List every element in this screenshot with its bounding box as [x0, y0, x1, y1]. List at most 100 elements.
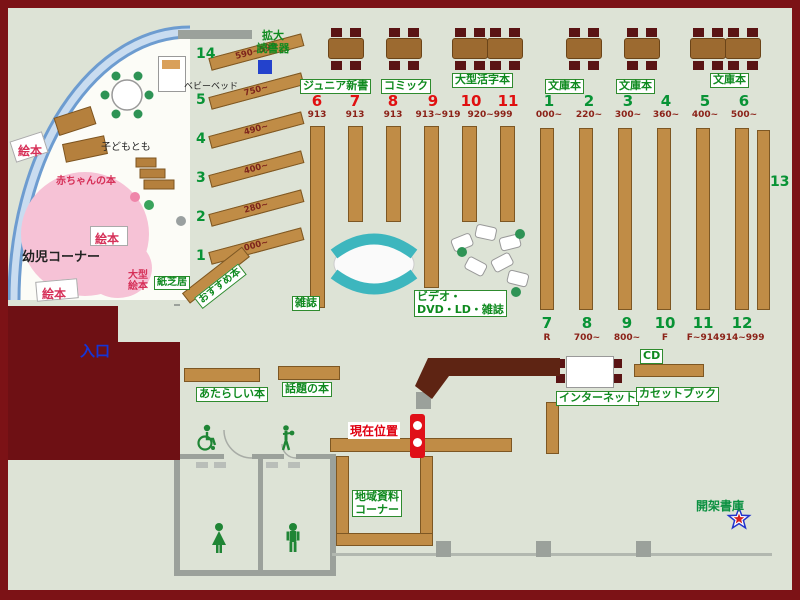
plant — [515, 229, 525, 239]
bookshelf — [579, 128, 593, 310]
wall-top — [178, 30, 252, 39]
shelf-range: R — [543, 333, 551, 343]
chair — [712, 28, 723, 37]
shelf-number: 1 — [543, 92, 555, 110]
shelf-range: 800~ — [613, 333, 641, 343]
local-docs-shelf — [336, 533, 433, 546]
chair — [646, 28, 657, 37]
kids-steps — [135, 157, 175, 190]
pillar — [416, 392, 431, 409]
wall-bottom — [332, 553, 772, 556]
study-table — [386, 38, 422, 59]
study-table — [566, 38, 602, 59]
shelf-number: 8 — [387, 92, 399, 110]
section-label-bunko: 文庫本 — [710, 73, 749, 88]
chair — [490, 28, 501, 37]
shelf-number: 2 — [583, 92, 595, 110]
fan-shelf-number: 4 — [196, 131, 206, 147]
local-docs-line1: 地域資料 — [355, 490, 399, 503]
picture-book-shelf — [90, 226, 128, 246]
video-label-line1: ビデオ・ — [417, 290, 461, 303]
large-picture-books-label: 大型 絵本 — [124, 270, 152, 292]
large-picture-books-line1: 大型 — [128, 270, 148, 281]
plant — [511, 287, 521, 297]
pillar — [436, 541, 451, 557]
bookshelf — [310, 126, 325, 308]
internet-label: インターネット — [556, 391, 639, 406]
shelf-range: 000~ — [535, 110, 563, 120]
shelf-range: 913 — [307, 110, 327, 120]
local-docs-line2: コーナー — [355, 502, 399, 516]
chair — [747, 61, 758, 70]
chair — [509, 61, 520, 70]
chair — [747, 28, 758, 37]
sink — [214, 462, 226, 468]
internet-table — [566, 356, 614, 388]
bookshelf — [696, 128, 710, 310]
chair — [693, 61, 704, 70]
magnifier-line2: 読書器 — [256, 42, 290, 56]
bookshelf — [735, 128, 749, 310]
shelf-range: 920~999 — [467, 110, 513, 120]
section-label-junior: ジュニア新書 — [300, 79, 372, 94]
bookshelf — [618, 128, 632, 310]
chair — [389, 61, 400, 70]
bookshelf — [540, 128, 554, 310]
kids-table — [53, 105, 97, 137]
fan-shelf-number: 2 — [196, 209, 206, 225]
ehon-label: 絵本 — [18, 144, 43, 158]
shelf-range: F — [661, 333, 669, 343]
baby-books-label: 赤ちゃんの本 — [56, 176, 116, 187]
shelf-number: 11 — [497, 92, 519, 110]
study-table — [725, 38, 761, 59]
large-picture-books-line2: 絵本 — [128, 281, 148, 292]
shelf-number: 10 — [460, 92, 482, 110]
shelf-range: 913~919 — [415, 110, 461, 120]
pillar-dot — [176, 216, 186, 226]
shelf-number: 4 — [660, 92, 672, 110]
marker-dot — [413, 438, 422, 447]
chair — [455, 61, 466, 70]
kids-table — [61, 135, 109, 163]
wall-toilet-bottom — [174, 570, 336, 576]
baby-bed-pillow — [162, 60, 180, 69]
section-label-large-print: 大型活字本 — [452, 73, 513, 88]
plant — [457, 247, 467, 257]
chair — [455, 28, 466, 37]
shelf-number: 11 — [692, 314, 714, 332]
browsing-seats — [450, 224, 530, 288]
shelf-number: 9 — [621, 314, 633, 332]
chair — [408, 28, 419, 37]
new-books-shelf — [184, 368, 260, 382]
chair — [569, 61, 580, 70]
chair — [627, 28, 638, 37]
chair — [556, 359, 565, 368]
chair — [728, 28, 739, 37]
wall-toilet-divider — [258, 459, 263, 573]
bookshelf — [462, 126, 477, 222]
chair — [588, 61, 599, 70]
magnifier-label: 拡大 読書器 — [250, 29, 296, 55]
section-label-bunko: 文庫本 — [616, 79, 655, 94]
bookshelf — [348, 126, 363, 222]
shelf-range: 220~ — [575, 110, 603, 120]
magazines-label: 雑誌 — [292, 296, 320, 311]
chair — [331, 28, 342, 37]
current-location-marker — [410, 414, 425, 458]
kamishibai-label: 紙芝居 — [154, 276, 190, 290]
ehon-label: 絵本 — [95, 232, 120, 246]
curved-wall-inner — [10, 28, 191, 301]
shelf-range: 914~999 — [719, 333, 765, 343]
chair — [350, 61, 361, 70]
chair — [490, 61, 501, 70]
chair — [350, 28, 361, 37]
study-table — [624, 38, 660, 59]
cassette-label: カセットブック — [636, 387, 719, 402]
wall-toilet-right — [330, 454, 336, 576]
shelf-range: 913 — [383, 110, 403, 120]
frame-top — [0, 0, 800, 8]
bookshelf — [386, 126, 401, 222]
bookshelf — [500, 126, 515, 222]
shelf-number: 5 — [699, 92, 711, 110]
